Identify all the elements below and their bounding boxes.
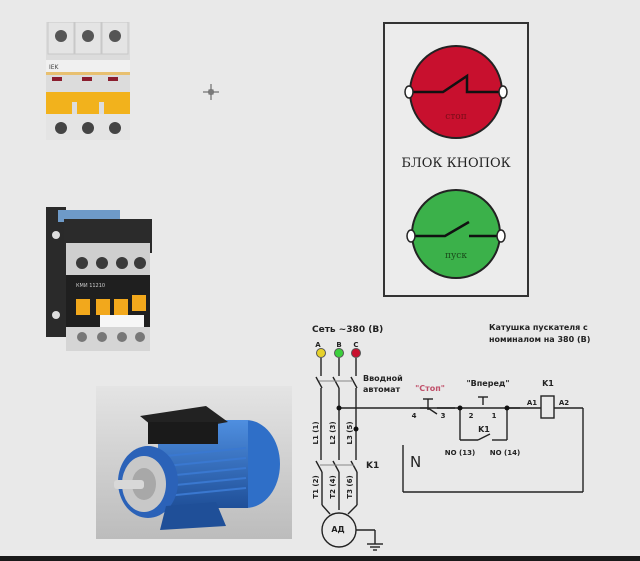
start-pin-right: 1: [492, 412, 497, 420]
contactor-model: КМИ 11210: [76, 283, 105, 289]
start-button-label: пуск: [445, 251, 467, 261]
terminal-t3: T3 (6): [346, 475, 354, 498]
phase-b-lamp-icon: [334, 348, 344, 358]
circuit-breaker-image: IEK: [46, 21, 130, 140]
bottom-border: [0, 556, 640, 561]
breaker-contact-a: [315, 376, 323, 389]
coil-symbol-icon: [540, 395, 555, 419]
phase-c-label: C: [353, 341, 358, 349]
aux-no-left-label: NO (13): [445, 449, 475, 457]
start-switch-label: "Вперед": [467, 379, 510, 388]
start-button[interactable]: пуск: [406, 189, 506, 279]
stop-button[interactable]: стоп: [404, 45, 508, 139]
stop-pin-left: 4: [412, 412, 417, 420]
terminal-t2: T2 (4): [329, 475, 337, 498]
breaker-label-line2: автомат: [363, 385, 401, 394]
junction-dot: [457, 405, 463, 411]
terminal-t1: T1 (2): [312, 475, 320, 498]
stop-pin-right: 3: [441, 412, 446, 420]
contactor-image: КМИ 11210: [44, 205, 156, 357]
phase-a-lamp-icon: [316, 348, 326, 358]
coil-note-line1: Катушка пускателя с: [489, 323, 588, 332]
terminal-l3: L3 (5): [346, 421, 354, 444]
junction-dot: [336, 405, 342, 411]
contactor-main-label: K1: [366, 461, 379, 471]
phase-b-label: B: [336, 341, 341, 349]
no-contact-symbol-icon: [414, 220, 470, 238]
coil-pin-a1: A1: [527, 399, 537, 407]
breaker-brand: IEK: [49, 64, 60, 71]
coil-note-line2: номиналом на 380 (В): [489, 335, 590, 344]
button-block-title: БЛОК КНОПОК: [401, 156, 510, 171]
phase-c-lamp-icon: [351, 348, 361, 358]
coil-pin-a2: A2: [559, 399, 569, 407]
neutral-label: N: [410, 453, 421, 471]
stop-switch-label: "Стоп": [415, 384, 445, 393]
button-block-panel: стоп БЛОК КНОПОК пуск: [383, 22, 529, 297]
coil-label: K1: [542, 379, 554, 388]
start-pin-left: 2: [469, 412, 474, 420]
breaker-label-line1: Вводной: [363, 374, 403, 383]
terminal-l2: L2 (3): [329, 421, 337, 444]
junction-dot: [353, 426, 359, 432]
aux-contact-label: K1: [478, 425, 490, 434]
nc-contact-symbol-icon: [412, 73, 500, 94]
supply-label: Сеть ~380 (В): [312, 325, 383, 335]
electric-motor-image: [96, 386, 292, 539]
phase-a-label: A: [315, 341, 321, 349]
motor-label: АД: [331, 525, 344, 534]
stop-button-label: стоп: [445, 112, 466, 122]
aux-no-right-label: NO (14): [490, 449, 520, 457]
terminal-l1: L1 (1): [312, 421, 320, 444]
junction-dot: [504, 405, 510, 411]
crosshair-cursor-icon: [203, 84, 219, 100]
